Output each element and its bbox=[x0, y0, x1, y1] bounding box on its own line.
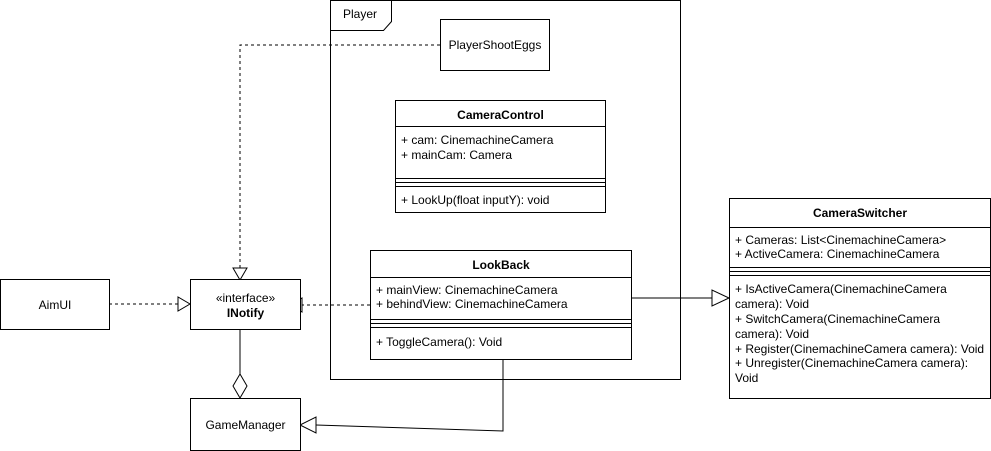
operation-switchcamera: + SwitchCamera(CinemachineCamera camera)… bbox=[735, 312, 941, 341]
operation-register: + Register(CinemachineCamera camera): Vo… bbox=[735, 342, 985, 356]
gamemanager-node: GameManager bbox=[190, 398, 301, 451]
inotify-node: «interface» INotify bbox=[190, 279, 301, 330]
inotify-stereotype: «interface» bbox=[215, 291, 276, 305]
arrowhead-realization-left bbox=[177, 296, 191, 312]
divider bbox=[730, 271, 990, 272]
divider bbox=[371, 327, 631, 328]
operation-unregister: + Unregister(CinemachineCamera camera): … bbox=[735, 356, 969, 385]
divider bbox=[730, 267, 990, 268]
operation-lookup: + LookUp(float inputY): void bbox=[401, 193, 550, 207]
playershooteggs-node: PlayerShootEggs bbox=[440, 19, 550, 71]
player-frame bbox=[330, 0, 681, 380]
attribute-activecamera: + ActiveCamera: CinemachineCamera bbox=[735, 247, 940, 261]
divider bbox=[730, 275, 990, 276]
arrowhead-generalization-gamemanager bbox=[298, 416, 317, 434]
attribute-mainview: + mainView: CinemachineCamera bbox=[376, 283, 558, 297]
player-frame-tab bbox=[330, 0, 392, 31]
aggregation-diamond bbox=[232, 373, 248, 399]
attribute-cam: + cam: CinemachineCamera bbox=[401, 133, 554, 147]
inotify-name: INotify bbox=[226, 306, 265, 320]
cameracontrol-title: CameraControl bbox=[457, 108, 544, 122]
operation-isactivecamera: + IsActiveCamera(CinemachineCamera camer… bbox=[735, 282, 947, 311]
cameraswitcher-class: CameraSwitcher + Cameras: List<Cinemachi… bbox=[729, 198, 991, 399]
arrowhead-realization-top bbox=[232, 267, 248, 281]
divider bbox=[371, 319, 631, 320]
cameracontrol-class: CameraControl + cam: CinemachineCamera +… bbox=[395, 100, 606, 213]
attribute-cameras: + Cameras: List<CinemachineCamera> bbox=[735, 233, 947, 247]
divider bbox=[396, 182, 605, 183]
divider bbox=[371, 277, 631, 278]
divider bbox=[371, 323, 631, 324]
edge-lookback-gamemanager bbox=[315, 359, 504, 432]
lookback-title: LookBack bbox=[472, 258, 530, 272]
attribute-maincam: + mainCam: Camera bbox=[401, 148, 513, 162]
arrowhead-generalization-switcher bbox=[711, 289, 731, 307]
divider bbox=[730, 227, 990, 228]
divider bbox=[396, 126, 605, 127]
attribute-behindview: + behindView: CinemachineCamera bbox=[376, 297, 568, 311]
lookback-class: LookBack + mainView: CinemachineCamera +… bbox=[370, 250, 632, 360]
operation-togglecamera: + ToggleCamera(): Void bbox=[376, 335, 503, 349]
cameraswitcher-title: CameraSwitcher bbox=[812, 206, 908, 220]
player-frame-label: Player bbox=[343, 7, 378, 21]
edge-playershooteggs-inotify bbox=[239, 44, 440, 268]
divider bbox=[396, 186, 605, 187]
divider bbox=[396, 178, 605, 179]
playershooteggs-label: PlayerShootEggs bbox=[448, 38, 542, 52]
gamemanager-label: GameManager bbox=[205, 417, 286, 432]
aimui-node: AimUI bbox=[0, 279, 110, 330]
aimui-label: AimUI bbox=[38, 297, 72, 312]
